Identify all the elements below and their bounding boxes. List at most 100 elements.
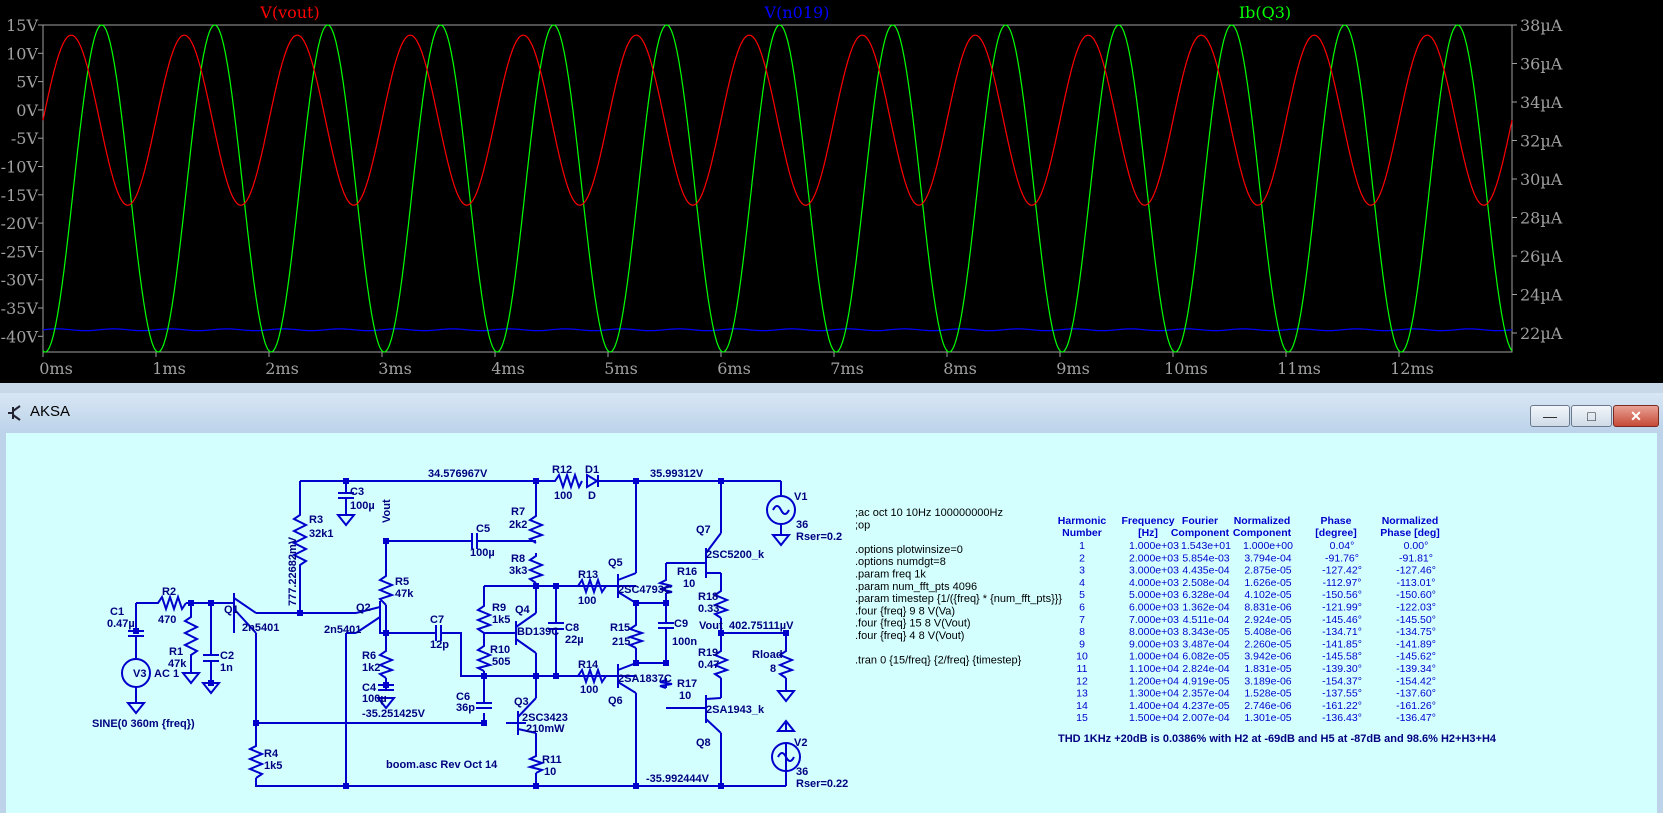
node-label-bottom-right[interactable]: -35.992444V: [646, 773, 710, 785]
label-r12-val: 100: [554, 490, 572, 502]
label-c3: C3: [350, 486, 364, 498]
capacitors: [128, 492, 674, 709]
label-r5: R5: [395, 576, 409, 588]
fourier-cell: 8.831e-06: [1244, 602, 1291, 614]
fourier-cell: -154.37°: [1322, 675, 1362, 687]
label-q8-part: 2SA1943_k: [706, 704, 765, 716]
label-r1: R1: [169, 646, 183, 658]
maximize-button[interactable]: □: [1571, 405, 1612, 427]
fourier-cell: 4: [1079, 577, 1085, 589]
directive-line[interactable]: .four {freq} 4 8 V(Vout): [855, 630, 964, 642]
ground-symbols: [125, 514, 797, 732]
trace-label-ibq3[interactable]: Ib(Q3): [1239, 3, 1291, 22]
x-tick: 5ms: [604, 359, 638, 378]
directive-line[interactable]: .param num_fft_pts 4096: [855, 581, 977, 593]
minimize-icon: —: [1543, 408, 1557, 424]
label-v2-rser: Rser=0.22: [796, 778, 848, 790]
pane-separator[interactable]: [0, 383, 1663, 393]
y-right-tick: 34µA: [1520, 93, 1563, 112]
transistor-q6: [606, 662, 637, 694]
plot-area[interactable]: [42, 24, 1513, 353]
junction-dots: [133, 478, 789, 789]
spice-directives[interactable]: ;ac oct 10 10Hz 100000000Hz;op .options p…: [855, 507, 1062, 667]
fourier-cell: 2.357e-04: [1182, 688, 1229, 700]
trace-vout[interactable]: [42, 34, 1513, 206]
label-q3-part: 2SC3423: [522, 712, 568, 724]
label-r19: R19: [698, 647, 718, 659]
fourier-cell: -137.60°: [1396, 688, 1436, 700]
fourier-cell: 4.102e-05: [1244, 589, 1291, 601]
node-label-r3[interactable]: 777.22682mV: [287, 536, 299, 606]
node-label-bottom-left[interactable]: -35.251425V: [362, 708, 426, 720]
label-c6: C6: [456, 691, 470, 703]
label-c9: C9: [674, 618, 688, 630]
y-left-tick: -10V: [1, 158, 39, 177]
trace-n019[interactable]: [42, 328, 1513, 332]
label-rload: Rload: [752, 649, 783, 661]
directive-line[interactable]: .options plotwinsize=0: [855, 544, 963, 556]
waveform-plot[interactable]: 15V10V5V0V-5V-10V-15V-20V-25V-30V-35V-40…: [0, 0, 1663, 383]
directive-line[interactable]: .param timestep {1/({freq} * {num_fft_pt…: [855, 593, 1062, 605]
label-v1: V1: [794, 491, 807, 503]
label-c7-val: 12p: [430, 639, 449, 651]
directive-line[interactable]: ;ac oct 10 10Hz 100000000Hz: [855, 507, 1003, 519]
minimize-button[interactable]: —: [1530, 405, 1570, 427]
fourier-cell: 4.000e+03: [1129, 577, 1179, 589]
label-r15-val: 215: [612, 636, 630, 648]
label-r1-val: 47k: [168, 658, 187, 670]
fourier-cell: 1.301e-05: [1244, 712, 1291, 724]
label-c4: C4: [362, 682, 377, 694]
directive-line[interactable]: ;op: [855, 519, 870, 531]
node-label-top-right[interactable]: 35.99312V: [650, 468, 704, 480]
directive-line[interactable]: .four {freq} 15 8 V(Vout): [855, 618, 971, 630]
schematic-caption: boom.asc Rev Oct 14: [386, 759, 498, 771]
fourier-cell: -145.50°: [1396, 614, 1436, 626]
fourier-header: Harmonic: [1058, 515, 1107, 527]
fourier-cell: -127.42°: [1322, 565, 1362, 577]
label-r13-val: 100: [578, 595, 596, 607]
transistor-q7: [701, 532, 722, 578]
diode-d1: [586, 473, 599, 489]
net-label-vout-2[interactable]: Vout: [699, 620, 723, 632]
label-r5-val: 47k: [395, 588, 414, 600]
transistor-q8: [701, 695, 722, 734]
y-right-tick: 32µA: [1520, 132, 1563, 151]
fourier-cell: -141.89°: [1396, 638, 1436, 650]
close-button[interactable]: ✕: [1613, 405, 1659, 427]
trace-label-vout[interactable]: V(vout): [259, 3, 319, 22]
directive-line[interactable]: .four {freq} 9 8 V(Va): [855, 605, 955, 617]
y-right-tick: 22µA: [1520, 324, 1563, 343]
fourier-cell: 4.511e-04: [1183, 614, 1230, 626]
directive-line[interactable]: .options numdgt=8: [855, 556, 946, 568]
maximize-icon: □: [1587, 408, 1596, 424]
label-r6: R6: [362, 650, 376, 662]
trace-label-n019[interactable]: V(n019): [764, 3, 830, 22]
schematic-drawing[interactable]: 34.576967V 35.99312V 777.22682mV -35.251…: [6, 433, 1657, 813]
x-tick: 4ms: [491, 359, 525, 378]
y-left-tick: -40V: [1, 327, 39, 346]
fourier-cell: 8: [1079, 626, 1085, 638]
label-r12: R12: [552, 464, 572, 476]
label-r15: R15: [610, 622, 630, 634]
label-r18: R18: [698, 591, 718, 603]
y-left-tick: -5V: [11, 129, 39, 148]
schematic-canvas[interactable]: 34.576967V 35.99312V 777.22682mV -35.251…: [6, 433, 1657, 813]
y-right-tick: 36µA: [1520, 55, 1563, 74]
label-q2-part: 2n5401: [324, 624, 361, 636]
label-q6-part: 2SA1837C: [618, 673, 672, 685]
label-q1-part: 2n5401: [242, 622, 279, 634]
net-label-vout[interactable]: Vout: [381, 499, 393, 523]
window-titlebar[interactable]: AKSA — □ ✕: [0, 393, 1663, 433]
directive-line[interactable]: .tran 0 {15/freq} {2/freq} {timestep}: [855, 655, 1022, 667]
trace-ibq3[interactable]: [42, 24, 1513, 353]
fourier-table[interactable]: HarmonicNumberFrequency[Hz]FourierCompon…: [1058, 515, 1440, 724]
y-right-tick: 30µA: [1520, 170, 1563, 189]
node-label-out[interactable]: 402.75111µV: [729, 620, 794, 632]
fourier-cell: -136.47°: [1396, 712, 1436, 724]
thd-note[interactable]: THD 1KHz +20dB is 0.0386% with H2 at -69…: [1058, 733, 1497, 745]
label-c5: C5: [476, 523, 490, 535]
transistors: [228, 532, 722, 735]
directive-line[interactable]: .param freq 1k: [855, 569, 926, 581]
node-label-top[interactable]: 34.576967V: [428, 468, 488, 480]
